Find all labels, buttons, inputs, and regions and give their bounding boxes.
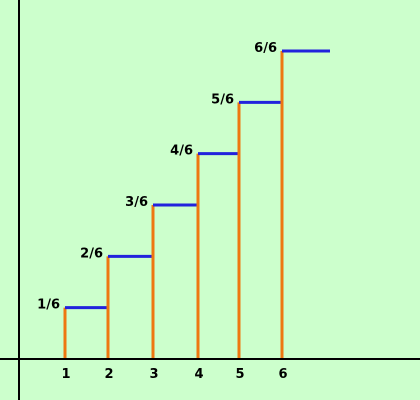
step-label-2: 2/6: [80, 246, 103, 261]
x-tick-label-6: 6: [278, 367, 287, 382]
step-label-1: 1/6: [37, 298, 60, 313]
step-label-3: 3/6: [125, 195, 148, 210]
x-tick-label-2: 2: [104, 367, 113, 382]
x-tick-label-1: 1: [61, 367, 70, 382]
x-tick-label-5: 5: [235, 367, 244, 382]
chart-labels: 1/6 1 2/6 2 3/6 3 4/6 4 5/6 5 6/6 6: [37, 41, 287, 382]
step-label-4: 4/6: [170, 144, 193, 159]
x-tick-label-4: 4: [194, 367, 203, 382]
chart-marks: [63, 49, 330, 359]
x-tick-label-3: 3: [149, 367, 158, 382]
step-label-6: 6/6: [254, 41, 277, 56]
step-label-5: 5/6: [211, 92, 234, 107]
